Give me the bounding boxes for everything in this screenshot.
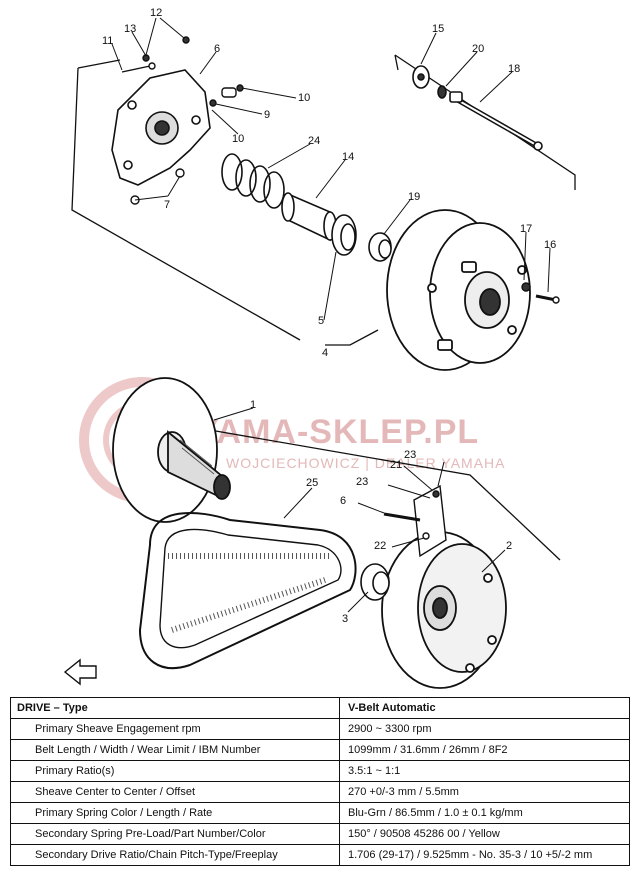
secondary-sheave: [381, 531, 507, 689]
table-row: Primary Spring Color / Length / Rate Blu…: [10, 802, 630, 824]
callout-18: 18: [508, 63, 520, 75]
row-value: 270 +0/-3 mm / 5.5mm: [339, 781, 630, 803]
callout-5: 5: [318, 315, 324, 327]
bearing-ring: [360, 563, 390, 601]
callout-16: 16: [544, 239, 556, 251]
row-value: 1099mm / 31.6mm / 26mm / 8F2: [339, 739, 630, 761]
primary-sheave-hub: [111, 69, 211, 186]
watermark-title: YAMA-SKLEP.PL: [196, 413, 479, 451]
callout-2: 2: [506, 540, 512, 552]
row-value: 3.5:1 ~ 1:1: [339, 760, 630, 782]
callout-20: 20: [472, 43, 484, 55]
callout-7: 7: [164, 199, 170, 211]
callout-10-lower: 10: [232, 133, 244, 145]
table-row: Secondary Spring Pre-Load/Part Number/Co…: [10, 823, 630, 845]
row-value: 150° / 90508 45286 00 / Yellow: [339, 823, 630, 845]
row-label: Primary Sheave Engagement rpm: [10, 718, 340, 740]
callout-12: 12: [150, 7, 162, 19]
header-label: DRIVE – Type: [10, 697, 340, 719]
watermark-subtitle: WOJCIECHOWICZ | DEALER YAMAHA: [226, 455, 505, 471]
oil-seal: [331, 214, 357, 256]
callout-19: 19: [408, 191, 420, 203]
bushing: [368, 232, 392, 262]
table-row: Primary Sheave Engagement rpm 2900 ~ 330…: [10, 718, 630, 740]
row-value: 2900 ~ 3300 rpm: [339, 718, 630, 740]
row-value: Blu-Grn / 86.5mm / 1.0 ± 0.1 kg/mm: [339, 802, 630, 824]
bolt-and-washer-right: [521, 282, 560, 304]
callout-21: 21: [390, 459, 402, 471]
fixed-sheave: [112, 377, 231, 523]
callout-4: 4: [322, 347, 328, 359]
row-label: Secondary Drive Ratio/Chain Pitch-Type/F…: [10, 844, 340, 866]
table-row: Secondary Drive Ratio/Chain Pitch-Type/F…: [10, 844, 630, 866]
row-value: 1.706 (29-17) / 9.525mm - No. 35-3 / 10 …: [339, 844, 630, 866]
assembly-boundary-lines: [71, 54, 576, 561]
table-row: Primary Ratio(s) 3.5:1 ~ 1:1: [10, 760, 630, 782]
callout-23-left: 23: [356, 476, 368, 488]
callout-25: 25: [306, 477, 318, 489]
callout-9: 9: [264, 109, 270, 121]
direction-arrow-icon: [63, 658, 97, 686]
sliding-sheave-drum: [386, 209, 531, 371]
callout-11: 11: [102, 35, 113, 47]
callout-6-lower: 6: [340, 495, 346, 507]
primary-spring: [221, 153, 285, 209]
table-row: Belt Length / Width / Wear Limit / IBM N…: [10, 739, 630, 761]
drive-specification-table: DRIVE – Type V-Belt Automatic Primary Sh…: [10, 697, 630, 866]
callout-labels: 11 13 12 6 10 9 10 24 14 19 15 20 18 17 …: [102, 7, 556, 625]
row-label: Primary Ratio(s): [10, 760, 340, 782]
callout-13: 13: [124, 23, 136, 35]
callout-14: 14: [342, 151, 354, 163]
spacer-collar: [281, 192, 337, 242]
leader-lines: [111, 17, 551, 613]
callout-1: 1: [250, 399, 256, 411]
callout-3: 3: [342, 613, 348, 625]
callout-15: 15: [432, 23, 444, 35]
row-label: Secondary Spring Pre-Load/Part Number/Co…: [10, 823, 340, 845]
row-label: Sheave Center to Center / Offset: [10, 781, 340, 803]
callout-10-upper: 10: [298, 92, 310, 104]
exploded-parts-diagram: YAMA-SKLEP.PL WOJCIECHOWICZ | DEALER YAM…: [63, 7, 576, 689]
washer-and-bolt: [412, 65, 543, 151]
row-label: Primary Spring Color / Length / Rate: [10, 802, 340, 824]
v-belt: [138, 511, 357, 670]
header-value: V-Belt Automatic: [339, 697, 630, 719]
callout-22: 22: [374, 540, 386, 552]
row-label: Belt Length / Width / Wear Limit / IBM N…: [10, 739, 340, 761]
callout-23-right: 23: [404, 449, 416, 461]
callout-17: 17: [520, 223, 532, 235]
callout-24: 24: [308, 135, 320, 147]
table-header-row: DRIVE – Type V-Belt Automatic: [10, 697, 630, 719]
table-row: Sheave Center to Center / Offset 270 +0/…: [10, 781, 630, 803]
callout-6-upper: 6: [214, 43, 220, 55]
